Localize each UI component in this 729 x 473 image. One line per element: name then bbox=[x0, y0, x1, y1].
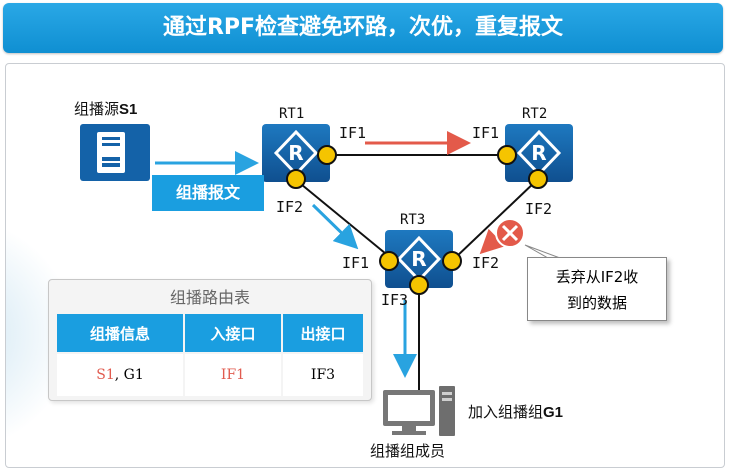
routing-table: 组播信息 入接口 出接口 S1, G1 IF1 IF3 bbox=[55, 312, 365, 398]
port-rt3-if2 bbox=[442, 251, 462, 271]
router-rt2-label: RT2 bbox=[522, 106, 548, 122]
member-label: 组播组成员 bbox=[370, 442, 446, 460]
if-label-rt3-if1: IF1 bbox=[342, 254, 370, 272]
routing-table-title: 组播路由表 bbox=[169, 288, 250, 307]
member-join-label: 加入组播组G1 bbox=[468, 401, 563, 422]
port-rt1-if1 bbox=[317, 145, 337, 165]
drop-callout-line2: 到的数据 bbox=[566, 294, 627, 312]
port-rt1-if2 bbox=[286, 169, 306, 189]
member-join-group: G1 bbox=[543, 404, 564, 421]
if-label-rt2-if1: IF1 bbox=[472, 124, 500, 142]
router-rt3-label: RT3 bbox=[400, 212, 426, 228]
link-rt1-rt3 bbox=[295, 179, 392, 259]
if-label-rt1-if1: IF1 bbox=[339, 124, 367, 142]
port-rt2-if2 bbox=[528, 169, 548, 189]
source-server-icon bbox=[80, 124, 150, 181]
cell-info-sep: , bbox=[114, 367, 120, 383]
router-rt1-icon: R bbox=[262, 124, 330, 182]
router-rt1-label: RT1 bbox=[279, 106, 305, 122]
if-label-rt3-if2: IF2 bbox=[472, 254, 500, 272]
port-rt3-if3 bbox=[409, 275, 429, 295]
cell-info: S1, G1 bbox=[55, 352, 185, 398]
table-row: S1, G1 IF1 IF3 bbox=[55, 352, 365, 398]
member-pc-icon bbox=[383, 386, 455, 436]
if-label-rt3-if3: IF3 bbox=[381, 291, 409, 309]
cell-info-group: G1 bbox=[123, 367, 144, 383]
cell-info-source: S1 bbox=[96, 367, 115, 383]
drop-callout-line1: 丢弃从IF2收 bbox=[555, 268, 639, 286]
table-header-row: 组播信息 入接口 出接口 bbox=[55, 312, 365, 354]
member-join-prefix: 加入组播组 bbox=[468, 403, 544, 421]
drop-callout: 丢弃从IF2收 到的数据 bbox=[527, 257, 667, 321]
svg-text:R: R bbox=[411, 247, 426, 271]
link-rt2-rt3 bbox=[454, 179, 538, 259]
col-header-in-if: 入接口 bbox=[183, 312, 283, 354]
cell-out-if: IF3 bbox=[281, 352, 365, 398]
if-label-rt2-if2: IF2 bbox=[525, 200, 553, 218]
page-title: 通过RPF检查避免环路，次优，重复报文 bbox=[3, 3, 723, 53]
drop-x-icon bbox=[495, 218, 525, 248]
svg-text:R: R bbox=[288, 141, 303, 165]
source-label: 组播源S1 bbox=[74, 98, 137, 119]
col-header-info: 组播信息 bbox=[55, 312, 185, 354]
if-label-rt1-if2: IF2 bbox=[276, 198, 304, 216]
cell-in-if: IF1 bbox=[183, 352, 283, 398]
multicast-packet-tag: 组播报文 bbox=[152, 175, 264, 211]
svg-text:R: R bbox=[531, 141, 546, 165]
col-header-out-if: 出接口 bbox=[281, 312, 365, 354]
routing-table-panel: 组播路由表 组播信息 入接口 出接口 S1, G1 IF1 IF3 bbox=[48, 279, 372, 401]
port-rt2-if1 bbox=[497, 145, 517, 165]
source-label-id: S1 bbox=[119, 101, 138, 118]
port-rt3-if1 bbox=[379, 251, 399, 271]
flow-arrow-rt1-rt3 bbox=[311, 203, 359, 250]
source-label-prefix: 组播源 bbox=[74, 100, 120, 118]
